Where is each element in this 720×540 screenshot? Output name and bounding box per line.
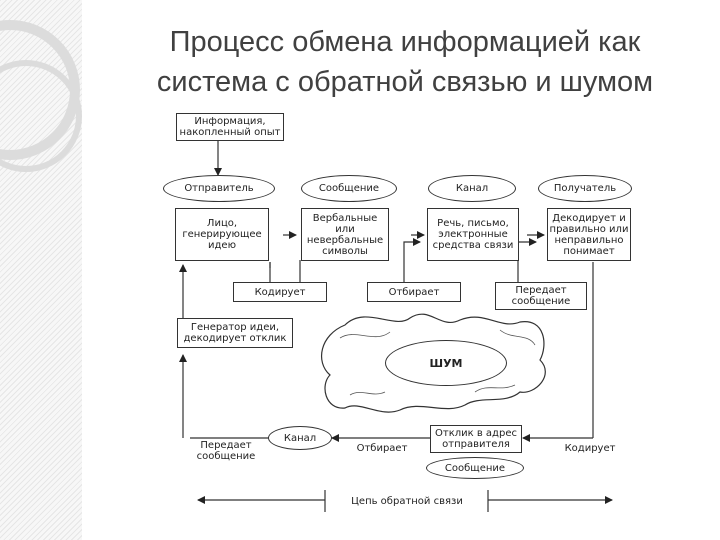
stage-box-channel: Речь, письмо, электронные средства связи — [427, 208, 519, 261]
noise-cloud-shape — [321, 313, 546, 413]
slide-title-line-2: система с обратной связью и шумом — [156, 66, 654, 98]
transmits-box: Передает сообщение — [495, 282, 587, 310]
feedback-selects-label: Отбирает — [356, 442, 408, 454]
feedback-channel-oval: Канал — [268, 426, 332, 450]
decorative-swirl — [0, 60, 82, 172]
feedback-message-oval: Сообщение — [426, 457, 524, 479]
transmits-to-receiver — [517, 238, 537, 282]
slide-title: Процесс обмена информацией как система с… — [100, 22, 710, 102]
stage-label-sender: Отправитель — [163, 175, 275, 202]
feedback-encodes-label: Кодирует — [564, 442, 616, 454]
generator-box: Генератор идеи, декодирует отклик — [177, 318, 293, 348]
source-information-box: Информация, накопленный опыт — [176, 113, 284, 141]
noise-oval: ШУМ — [385, 340, 507, 386]
encodes-box: Кодирует — [233, 282, 327, 302]
stage-label-receiver: Получатель — [538, 175, 632, 202]
slide-title-line-1: Процесс обмена информацией как — [169, 26, 641, 58]
selects-box: Отбирает — [367, 282, 461, 302]
stage-label-message: Сообщение — [301, 175, 397, 202]
stage-box-message: Вербальные или невербальные символы — [301, 208, 389, 261]
feedback-transmits-label: Передает сообщение — [196, 440, 256, 462]
decorative-side-strip — [0, 0, 82, 540]
stage-label-channel: Канал — [428, 175, 516, 202]
feedback-chain-label: Цепь обратной связи — [351, 495, 463, 507]
stage-box-sender: Лицо, генерирующее идею — [175, 208, 269, 261]
feedback-response-box: Отклик в адрес отправителя — [430, 425, 522, 453]
selects-to-channel — [403, 238, 421, 282]
noise-cloud-inner-wave — [339, 329, 536, 396]
stage-box-receiver: Декодирует и правильно или неправильно п… — [547, 208, 631, 261]
